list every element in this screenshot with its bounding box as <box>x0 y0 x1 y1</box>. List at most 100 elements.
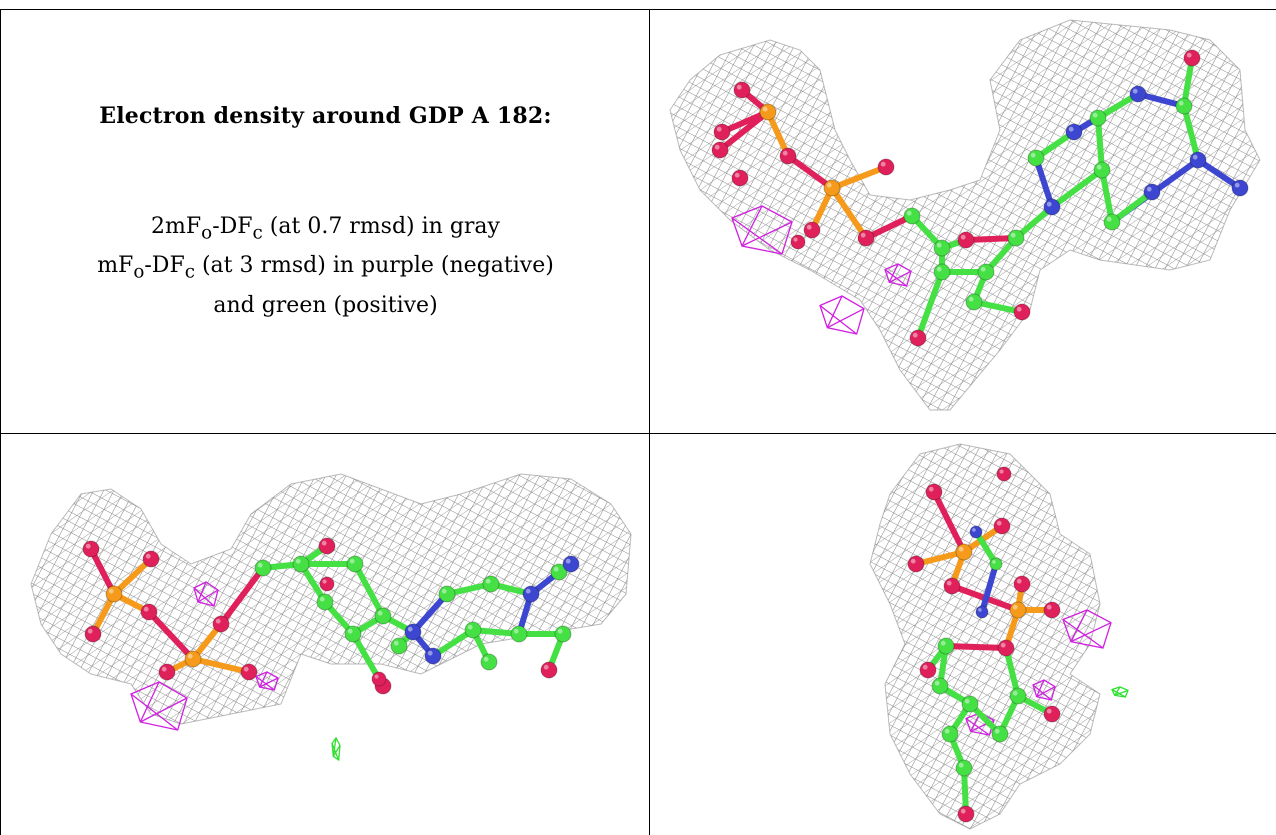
molecule-render-top-right <box>669 19 1261 411</box>
bond <box>1195 157 1243 191</box>
atom-highlight <box>427 650 433 656</box>
bond <box>973 529 999 567</box>
atom-carbon <box>550 563 568 581</box>
atom-highlight <box>161 666 167 672</box>
mesh-positive <box>331 736 341 762</box>
mesh-negative <box>255 671 279 691</box>
atom-highlight <box>1234 182 1240 188</box>
atom-carbon <box>903 207 921 225</box>
gdp-molecule <box>82 537 580 695</box>
atom-highlight <box>960 234 966 240</box>
atom-highlight <box>992 560 996 564</box>
atom-oxygen <box>371 671 387 687</box>
caption-cell: Electron density around GDP A 182: 2mFo-… <box>1 10 649 433</box>
atom-highlight <box>980 266 986 272</box>
atom-highlight <box>87 628 93 634</box>
table-border-top <box>0 9 1276 10</box>
atom-oxygen <box>919 661 937 679</box>
atom-highlight <box>319 596 325 602</box>
atom-carbon <box>344 625 362 643</box>
atom-nitrogen <box>1231 179 1249 197</box>
bond <box>352 561 386 619</box>
atom-highlight <box>1186 52 1192 58</box>
bond <box>1095 115 1105 173</box>
atom-oxygen <box>84 625 102 643</box>
atom-highlight <box>860 232 866 238</box>
atom-highlight <box>485 578 491 584</box>
atom-oxygen <box>1183 49 1201 67</box>
mesh-negative <box>1062 609 1112 649</box>
atom-oxygen <box>857 229 875 247</box>
mesh-negative <box>193 581 219 607</box>
atom-carbon <box>1093 161 1111 179</box>
atom-highlight <box>108 588 114 594</box>
atom-highlight <box>407 626 413 632</box>
molecule-render-bottom-right <box>869 443 1129 830</box>
atom-oxygen <box>957 231 975 249</box>
atom-highlight <box>1012 690 1018 696</box>
mesh-negative <box>819 295 865 335</box>
atom-oxygen <box>711 141 729 159</box>
atom-highlight <box>553 566 559 572</box>
bond <box>190 656 252 675</box>
bond <box>1099 167 1115 225</box>
bond <box>1109 189 1155 225</box>
atom-nitrogen <box>522 585 540 603</box>
atom-highlight <box>714 144 720 150</box>
atom-highlight <box>996 520 1002 526</box>
atom-carbon <box>554 625 572 643</box>
atom-carbon <box>374 607 392 625</box>
atom-oxygen <box>240 663 258 681</box>
atom-highlight <box>1012 604 1018 610</box>
atom-highlight <box>958 762 964 768</box>
atom-highlight <box>762 106 768 112</box>
atom-oxygen <box>957 805 975 823</box>
atom-oxygen <box>1013 303 1031 321</box>
atom-nitrogen <box>562 555 580 573</box>
atom-highlight <box>257 562 263 568</box>
atom-highlight <box>782 150 788 156</box>
atom-carbon <box>390 637 408 655</box>
atom-carbon <box>931 677 949 695</box>
atom-highlight <box>143 606 149 612</box>
atom-highlight <box>1092 112 1098 118</box>
bond <box>913 549 967 567</box>
atom-highlight <box>793 237 798 242</box>
bond <box>1181 103 1201 163</box>
atom-highlight <box>826 182 832 188</box>
atom-highlight <box>736 84 742 90</box>
bond <box>146 609 196 662</box>
atom-carbon <box>1089 109 1107 127</box>
atom-oxygen <box>925 483 943 501</box>
figure-title: Electron density around GDP A 182: <box>99 103 552 129</box>
atom-highlight <box>295 558 301 564</box>
atom-highlight <box>964 698 970 704</box>
bond <box>979 561 999 615</box>
atom-oxygen <box>731 169 749 187</box>
atom-highlight <box>349 558 355 564</box>
atom-oxygen <box>909 329 927 347</box>
atom-highlight <box>374 674 379 679</box>
atom-highlight <box>1192 154 1198 160</box>
mesh-2fofc <box>669 19 1261 411</box>
atom-highlight <box>972 528 976 532</box>
legend-line-2fofc: 2mFo-DFc (at 0.7 rmsd) in gray <box>151 214 500 244</box>
atom-oxygen <box>318 537 336 555</box>
atom-highlight <box>978 608 982 612</box>
atom-highlight <box>347 628 353 634</box>
atom-nitrogen <box>1143 183 1161 201</box>
atom-oxygen <box>142 550 160 568</box>
atom-oxygen <box>713 123 731 141</box>
atom-highlight <box>936 242 942 248</box>
mesh-negative <box>731 205 793 255</box>
atom-carbon <box>482 575 500 593</box>
atom-highlight <box>1132 88 1138 94</box>
atom-oxygen <box>212 615 230 633</box>
atom-carbon <box>480 653 498 671</box>
figure-legend: 2mFo-DFc (at 0.7 rmsd) in gray mFo-DFc (… <box>1 210 649 322</box>
atom-oxygen <box>733 81 751 99</box>
atom-oxygen <box>943 577 961 595</box>
atom-highlight <box>1178 100 1184 106</box>
atom-highlight <box>543 664 549 670</box>
atom-nitrogen <box>1189 151 1207 169</box>
